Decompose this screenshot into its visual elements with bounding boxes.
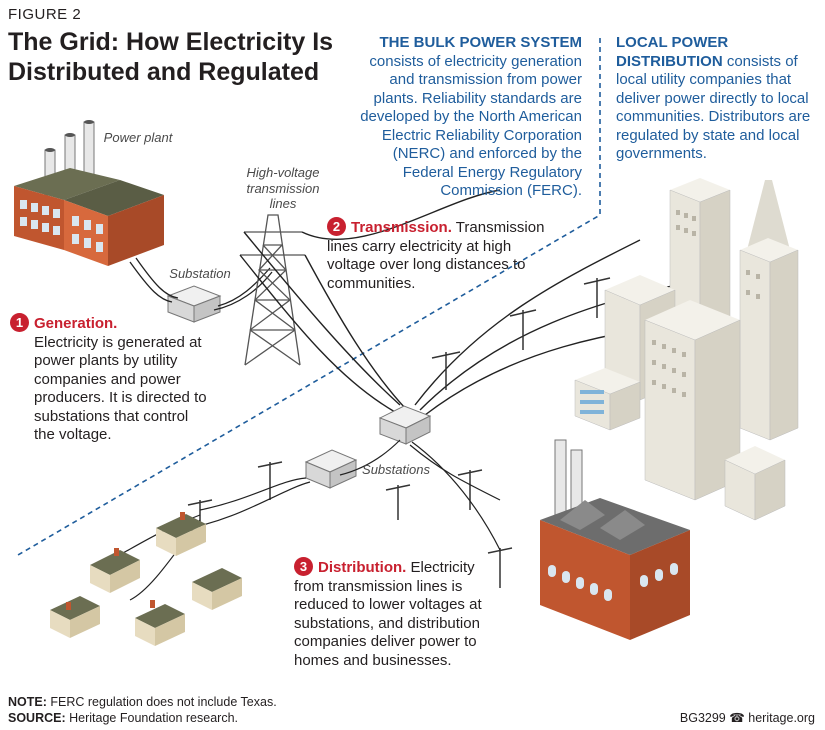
distribution-substation-icon (304, 449, 358, 489)
note-label: NOTE: (8, 695, 47, 709)
step-distribution: 3 Distribution. Electricity from transmis… (294, 557, 494, 670)
bulk-power-body: consists of electricity generation and t… (360, 52, 582, 200)
credit-text: BG3299 ☎ heritage.org (679, 711, 815, 725)
houses-icon (50, 512, 242, 646)
source-text: Heritage Foundation research. (69, 711, 238, 725)
local-power-text: LOCAL POWER DISTRIBUTION consists of loc… (616, 34, 816, 164)
region-divider (17, 38, 601, 556)
source-label: SOURCE: (8, 711, 66, 725)
transmission-tower-icon (240, 214, 305, 366)
substation-icon (166, 285, 222, 323)
figure-label: FIGURE 2 (8, 6, 82, 23)
step-generation: 1 Generation. Electricity is generated at… (10, 313, 210, 445)
utility-poles (187, 277, 611, 588)
power-plant-icon (14, 120, 164, 266)
step-heading: Generation. (34, 315, 118, 332)
page-title: The Grid: How Electricity Is Distributed… (8, 28, 334, 86)
step-transmission: 2 Transmission. Transmission lines carry … (327, 217, 547, 293)
bulk-power-heading: THE BULK POWER SYSTEM (379, 34, 582, 51)
step-number-badge: 1 (10, 313, 29, 332)
label-substation: Substation (169, 266, 231, 281)
step-body: Electricity is generated at power plants… (34, 333, 207, 444)
label-substations: Substations (362, 462, 430, 477)
step-heading: Distribution. (318, 559, 407, 576)
step-number-badge: 3 (294, 557, 313, 576)
central-substation-icon (378, 405, 432, 445)
step-heading: Transmission. (351, 219, 452, 236)
city-buildings-icon (574, 178, 799, 521)
local-power-heading: LOCAL POWER DISTRIBUTION (616, 34, 729, 70)
label-power-plant: Power plant (103, 130, 173, 145)
factory-icon (540, 439, 690, 640)
label-hv-lines: High-voltage transmission lines (246, 165, 320, 211)
note-text: FERC regulation does not include Texas. (50, 695, 277, 709)
step-body: Transmission lines carry electricity at … (327, 219, 545, 292)
step-number-badge: 2 (327, 217, 346, 236)
bulk-power-system-text: THE BULK POWER SYSTEM consists of electr… (342, 34, 582, 201)
local-power-body: consists of local utility companies that… (616, 52, 811, 163)
step-body: Electricity from transmission lines is r… (294, 559, 482, 669)
footer-notes: NOTE: FERC regulation does not include T… (8, 694, 277, 726)
